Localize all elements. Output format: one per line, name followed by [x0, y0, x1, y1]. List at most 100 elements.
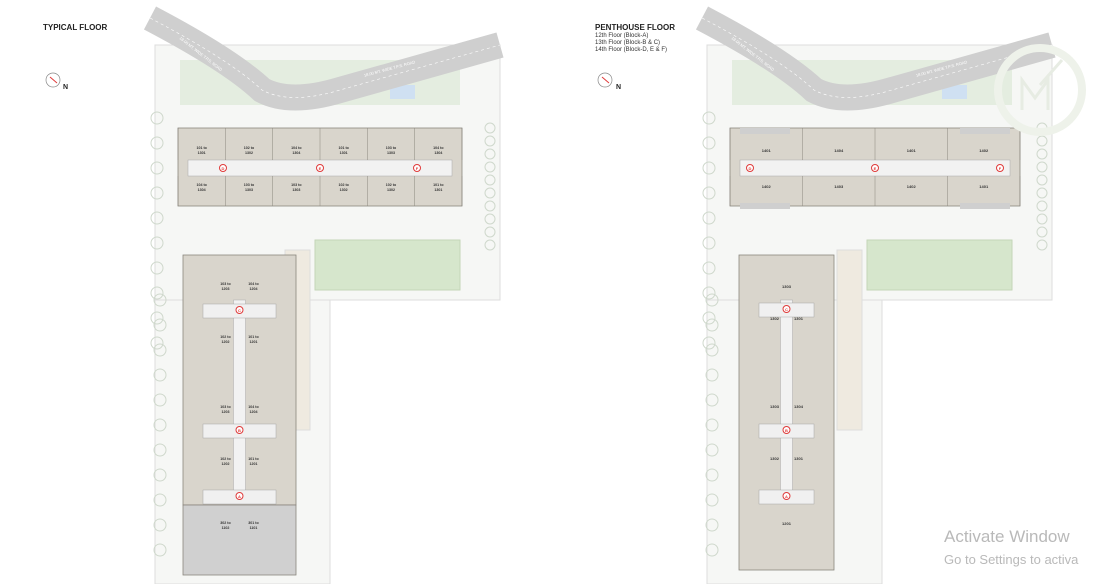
tree-icon: [702, 286, 716, 300]
open-terrace: [740, 203, 790, 209]
unit-label: 102 to: [338, 183, 349, 187]
unit-label: 1403: [834, 184, 844, 189]
unit-label: 1402: [907, 184, 917, 189]
pool: [390, 85, 415, 99]
tree-icon: [702, 136, 716, 150]
block-marker-icon: [235, 492, 244, 500]
tree-icon: [484, 148, 496, 160]
activate-windows-subtext: Go to Settings to activa: [944, 552, 1079, 567]
tree-icon: [484, 122, 496, 134]
tree-icon: [484, 239, 496, 251]
unit-label: 104 to: [248, 282, 259, 286]
tree-icon: [702, 261, 716, 275]
unit-label: 104 to: [433, 146, 444, 150]
unit-label: 1301: [340, 151, 348, 155]
tree-icon: [702, 211, 716, 225]
tree-icon: [705, 393, 719, 407]
tree-icon: [705, 468, 719, 482]
unit-label: 101 to: [433, 183, 444, 187]
tree-icon: [484, 200, 496, 212]
unit-label: 1304: [198, 188, 206, 192]
tree-icon: [702, 111, 716, 125]
tree-icon: [705, 543, 719, 557]
unit-label: 101 to: [196, 146, 207, 150]
unit-label: 101 to: [338, 146, 349, 150]
north-compass-needle: [601, 76, 610, 84]
typical-floor-title: TYPICAL FLOOR: [43, 23, 108, 32]
unit-label: 103 to: [220, 405, 231, 409]
activate-windows-text: Activate Window: [944, 527, 1070, 546]
tree-icon: [484, 135, 496, 147]
tree-icon: [484, 187, 496, 199]
open-terrace: [960, 203, 1010, 209]
tree-icon: [153, 518, 167, 532]
unit-label: 1204: [250, 410, 258, 414]
unit-label: 1304: [292, 151, 300, 155]
open-terrace: [740, 128, 790, 134]
tree-icon: [153, 393, 167, 407]
unit-label: 301 to: [248, 521, 259, 525]
tree-icon: [705, 518, 719, 532]
tree-icon: [484, 161, 496, 173]
landscape-strip: [836, 249, 863, 431]
unit-label: 1302: [387, 188, 395, 192]
block-marker-icon: [782, 492, 791, 500]
tree-icon: [150, 336, 164, 350]
block-label: C: [785, 307, 788, 312]
tree-icon: [153, 343, 167, 357]
tree-icon: [150, 311, 164, 325]
block-label: B: [238, 428, 241, 433]
unit-label: 1202: [222, 462, 230, 466]
unit-label: 1302: [770, 456, 780, 461]
tree-icon: [153, 368, 167, 382]
block-marker-icon: [782, 426, 791, 434]
corridor: [233, 299, 246, 501]
tree-icon: [702, 161, 716, 175]
north-label: N: [63, 84, 69, 91]
tree-icon: [702, 311, 716, 325]
tree-icon: [150, 211, 164, 225]
block-label: E: [319, 166, 322, 171]
block-label: C: [238, 308, 241, 313]
unit-label: 104 to: [248, 405, 259, 409]
unit-label: 101 to: [248, 457, 259, 461]
tree-icon: [484, 213, 496, 225]
tree-icon: [150, 236, 164, 250]
unit-label: 1401: [762, 148, 772, 153]
penthouse-floor-line: 14th Floor (Block-D, E & F): [595, 47, 668, 53]
unit-label: 104 to: [196, 183, 207, 187]
block-label: A: [785, 494, 788, 499]
unit-label: 1301: [434, 188, 442, 192]
tree-icon: [153, 493, 167, 507]
unit-label: 1101: [250, 526, 258, 530]
tree-icon: [153, 418, 167, 432]
tree-icon: [150, 286, 164, 300]
unit-label: 1203: [222, 410, 230, 414]
unit-label: 1302: [770, 316, 780, 321]
tree-icon: [153, 293, 167, 307]
tree-icon: [1036, 135, 1048, 147]
unit-label: 1201: [250, 340, 258, 344]
tree-icon: [705, 443, 719, 457]
terrace-wing: [182, 504, 297, 576]
unit-label: 1303: [245, 188, 253, 192]
unit-label: 1204: [250, 287, 258, 291]
penthouse-floor-line: 13th Floor (Block-B & C): [595, 40, 661, 46]
tree-icon: [150, 161, 164, 175]
tree-icon: [150, 111, 164, 125]
unit-label: 1102: [222, 526, 230, 530]
tree-icon: [705, 368, 719, 382]
block-label: D: [749, 166, 752, 171]
tree-icon: [702, 336, 716, 350]
open-terrace: [960, 128, 1010, 134]
unit-label: 103 to: [386, 146, 397, 150]
tree-icon: [702, 236, 716, 250]
unit-label: 1401: [907, 148, 917, 153]
tree-icon: [150, 136, 164, 150]
block-marker-icon: [996, 164, 1004, 172]
tree-icon: [1036, 226, 1048, 238]
unit-label: 102 to: [244, 146, 255, 150]
unit-label: 1302: [245, 151, 253, 155]
unit-label: 1203: [222, 287, 230, 291]
